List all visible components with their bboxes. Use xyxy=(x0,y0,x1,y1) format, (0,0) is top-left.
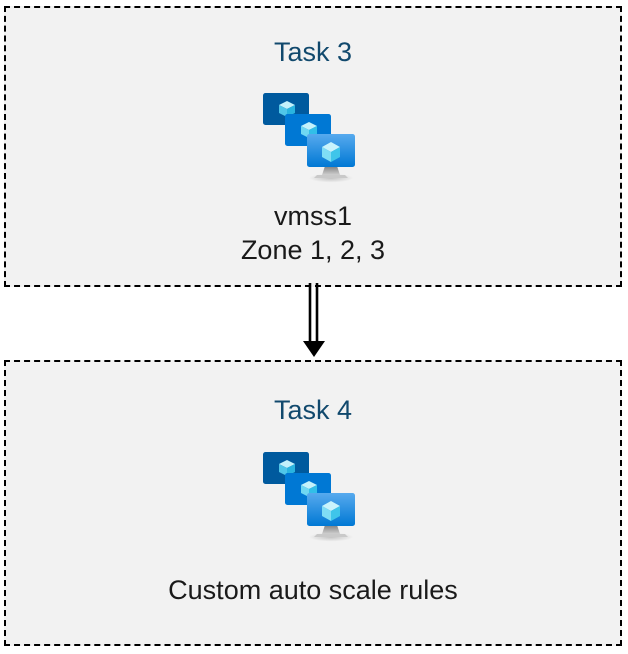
connector-arrow-task3-to-task4 xyxy=(295,283,335,363)
vmss-icon xyxy=(261,87,365,183)
task-3-captions: vmss1 Zone 1, 2, 3 xyxy=(241,199,385,267)
task-4-captions: Custom auto scale rules xyxy=(168,573,458,607)
task-box-task-4: Task 4 xyxy=(4,360,622,646)
vmss-icon xyxy=(261,446,365,542)
task-3-title: Task 3 xyxy=(273,37,353,67)
task-3-caption-line-2: Zone 1, 2, 3 xyxy=(240,235,386,265)
task-box-task-3: Task 3 xyxy=(4,6,622,287)
task-3-caption-line-1: vmss1 xyxy=(273,201,352,231)
task-4-caption-line-1: Custom auto scale rules xyxy=(168,575,458,605)
task-4-title: Task 4 xyxy=(273,395,353,425)
